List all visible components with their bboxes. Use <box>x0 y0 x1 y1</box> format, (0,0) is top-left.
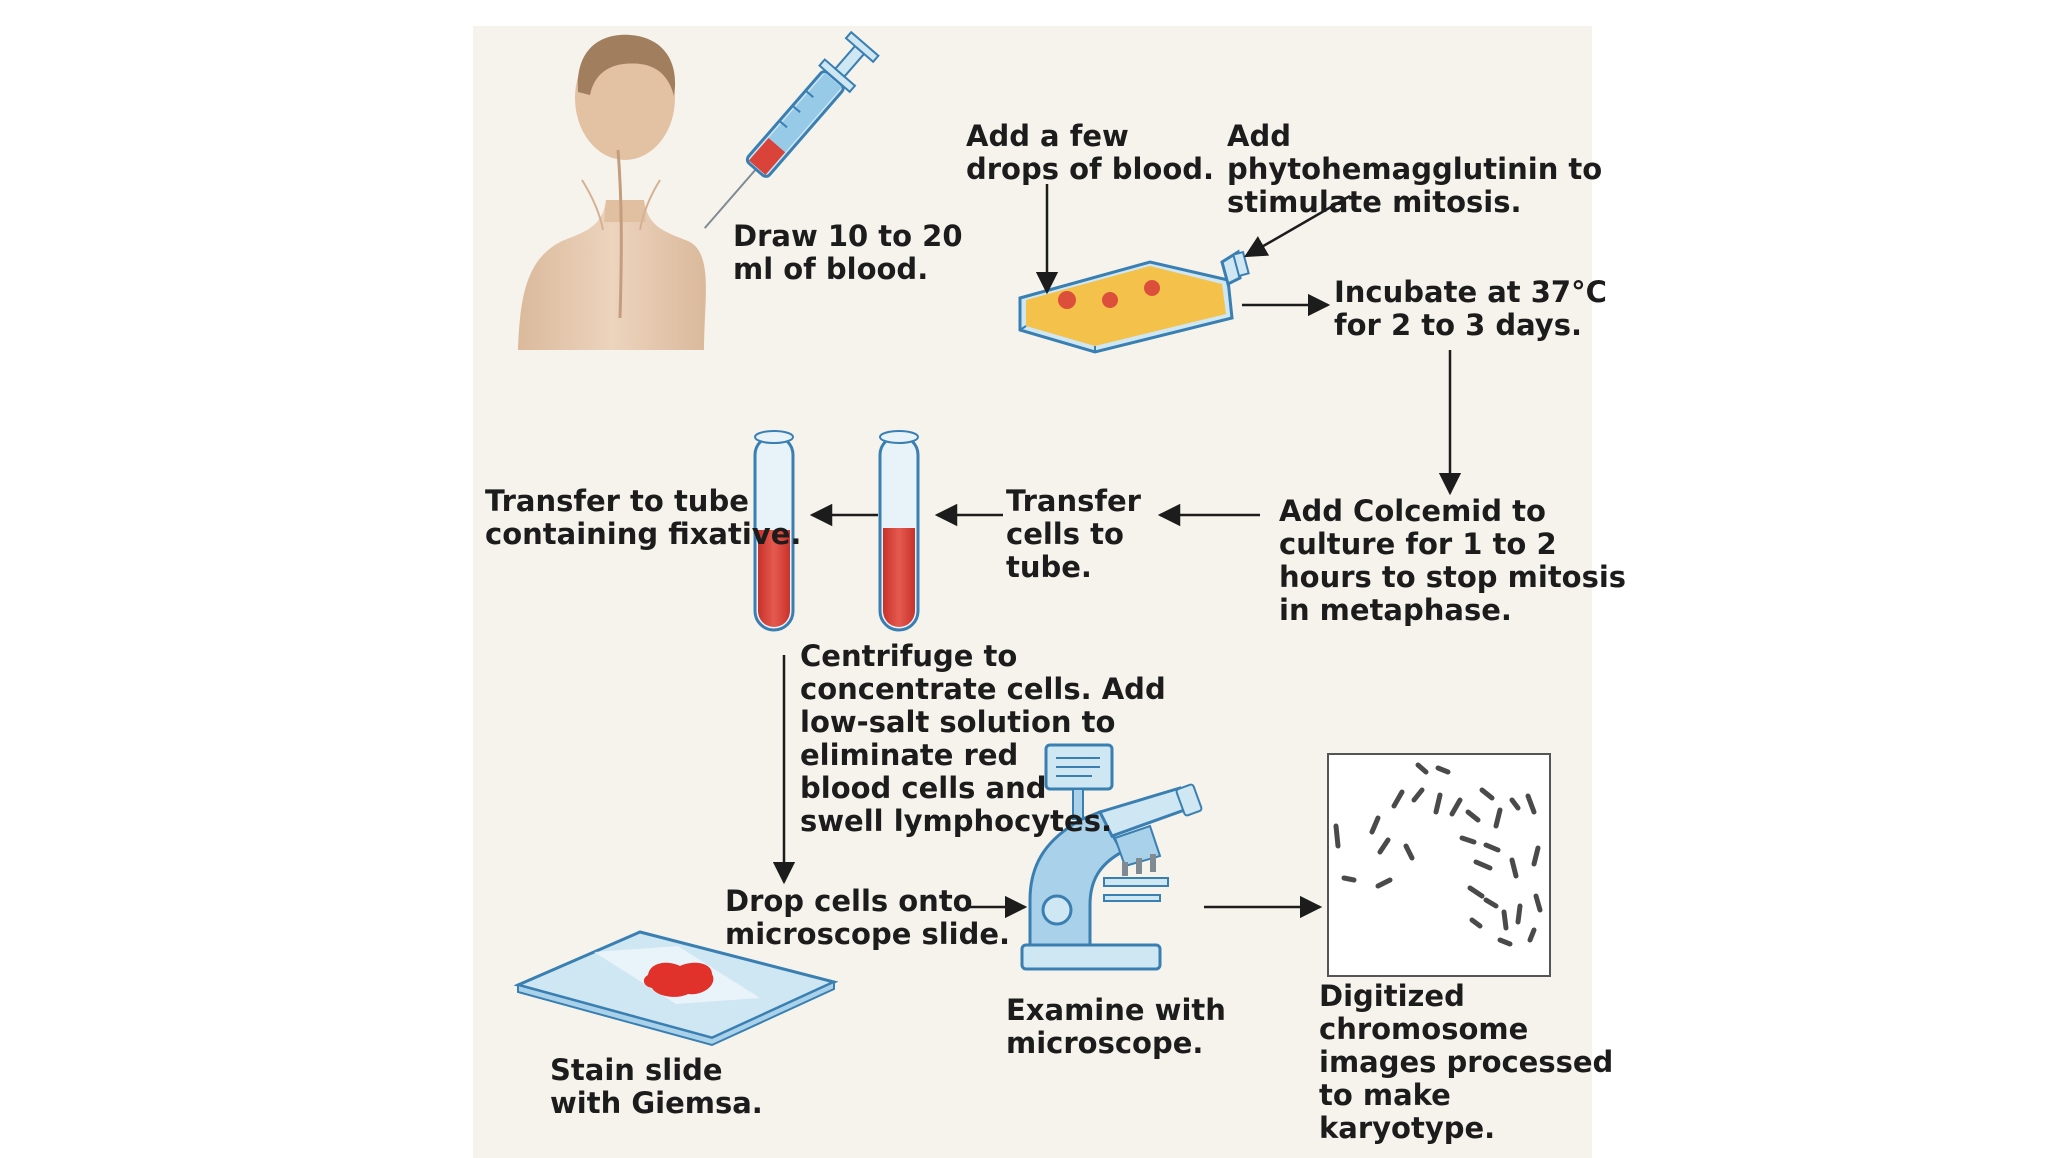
arrow-pha-to-flask <box>1244 194 1351 258</box>
label-transfer-cells: Transfer cells to tube. <box>1006 484 1141 584</box>
syringe-icon <box>703 30 880 229</box>
test-tube-icon <box>753 430 795 632</box>
label-centrifuge: Centrifuge to concentrate cells. Add low… <box>800 639 1166 838</box>
test-tube-icon <box>878 430 920 632</box>
label-add-colcemid: Add Colcemid to culture for 1 to 2 hours… <box>1279 494 1627 627</box>
label-stain-slide: Stain slide with Giemsa. <box>550 1053 763 1120</box>
person-icon <box>518 34 706 350</box>
label-incubate: Incubate at 37°C for 2 to 3 days. <box>1334 275 1607 342</box>
label-digitized: Digitized chromosome images processed to… <box>1319 979 1614 1145</box>
karyotype-image-icon <box>1327 753 1551 977</box>
label-transfer-fixative: Transfer to tube containing fixative. <box>485 484 802 551</box>
culture-flask-icon <box>1018 249 1250 354</box>
label-drop-cells: Drop cells onto microscope slide. <box>725 884 1011 951</box>
label-draw-blood: Draw 10 to 20 ml of blood. <box>733 219 963 286</box>
label-add-pha: Add phytohemagglutinin to stimulate mito… <box>1227 119 1603 219</box>
label-examine: Examine with microscope. <box>1006 993 1226 1060</box>
microscope-icon <box>1020 743 1203 971</box>
label-add-blood: Add a few drops of blood. <box>966 119 1215 186</box>
slide-icon <box>513 930 839 1047</box>
